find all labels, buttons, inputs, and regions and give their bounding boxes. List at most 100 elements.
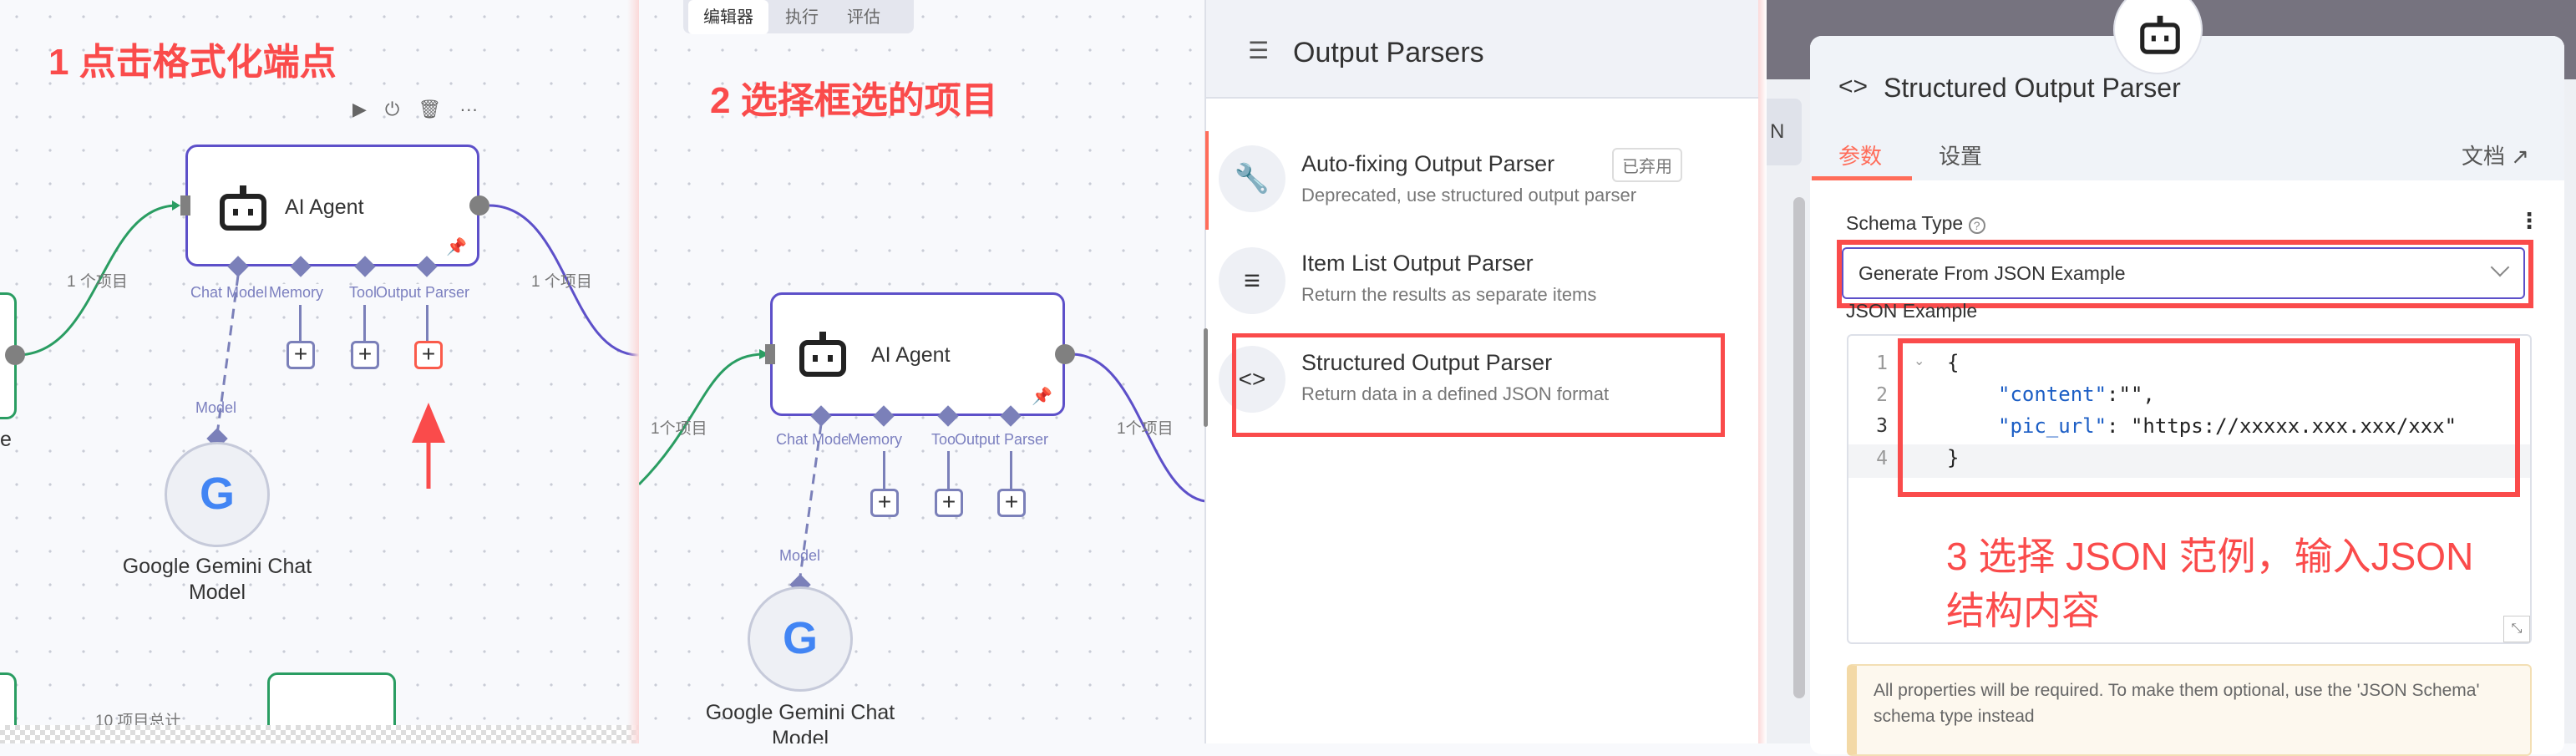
robot-icon <box>220 185 266 231</box>
node-toolbar: ▶ ⏻ 🗑 ··· <box>352 99 478 120</box>
line-number: 1 <box>1876 353 1888 374</box>
tab-editor[interactable]: 编辑器 <box>688 0 768 34</box>
parser-item-auto-fixing[interactable]: 🔧 Auto-fixing Output Parser 已弃用 Deprecat… <box>1205 131 1757 230</box>
tab-parameters[interactable]: 参数 <box>1838 144 1883 169</box>
add-memory-button[interactable]: + <box>870 489 899 517</box>
parser-item-item-list[interactable]: ≡ Item List Output Parser Return the res… <box>1205 234 1757 326</box>
robot-icon <box>2140 15 2180 54</box>
json-key: "content" <box>1998 383 2107 406</box>
model-label: Model <box>195 399 237 416</box>
power-icon[interactable]: ⏻ <box>384 99 400 119</box>
more-icon[interactable]: ··· <box>459 99 479 119</box>
list-icon: ☰ <box>1248 38 1270 63</box>
code-line: { <box>1947 351 1960 374</box>
json-editor[interactable]: ⤡ <box>1847 334 2532 644</box>
output-handle[interactable] <box>469 195 489 216</box>
handle-label: Memory <box>848 431 903 449</box>
label-line: Model <box>771 727 829 743</box>
item-title: Item List Output Parser <box>1301 251 1534 276</box>
transparency-strip <box>0 725 639 743</box>
node-title: AI Agent <box>285 195 364 219</box>
active-indicator <box>1205 131 1209 230</box>
pin-icon: 📌 <box>446 238 467 256</box>
add-output-parser-button[interactable]: + <box>997 489 1026 517</box>
line-number: 3 <box>1876 415 1888 437</box>
handle-label: Tool <box>349 284 378 301</box>
workflow-canvas-1[interactable]: 1 点击格式化端点 ▶ ⏻ 🗑 ··· e 1 个项目 1 个项目 AI Age… <box>0 0 639 743</box>
handle-label: Tool <box>931 431 960 448</box>
handle-label: Output Parser <box>955 431 1049 449</box>
step3-annotation: 3 选择 JSON 范例，输入JSON <box>1946 535 2474 578</box>
select-value: Generate From JSON Example <box>1858 262 2126 284</box>
label-text: Schema Type <box>1846 212 1964 234</box>
kebab-menu-icon[interactable]: ⋮ <box>2518 208 2540 233</box>
handle-label: Memory <box>269 284 324 302</box>
input-handle[interactable] <box>180 195 190 216</box>
json-example-label: JSON Example <box>1846 300 1978 322</box>
scrollbar[interactable] <box>1204 328 1208 427</box>
list-icon: ≡ <box>1219 247 1285 314</box>
output-handle[interactable] <box>1055 344 1075 364</box>
tab-settings[interactable]: 设置 <box>1939 144 1983 169</box>
highlight-box <box>1232 333 1725 437</box>
tab-evaluations[interactable]: 评估 <box>847 8 880 27</box>
panel-header: ☰ Output Parsers <box>1206 0 1762 99</box>
json-value: :"", <box>2107 383 2155 406</box>
json-key: "pic_url" <box>1998 414 2107 438</box>
step2-annotation: 2 选择框选的项目 <box>710 80 998 121</box>
trash-icon[interactable]: 🗑 <box>418 99 442 119</box>
json-value: : "https://xxxxx.xxx.xxx/xxx" <box>2107 414 2457 438</box>
external-link-icon: ↗ <box>2511 144 2530 169</box>
fold-chevron-icon[interactable]: ⌄ <box>1914 354 1925 368</box>
schema-type-select[interactable]: Generate From JSON Example <box>1842 247 2525 299</box>
label-line: Model <box>188 581 246 604</box>
play-icon[interactable]: ▶ <box>352 99 367 119</box>
docs-link[interactable]: 文档 ↗ <box>2462 140 2529 170</box>
item-subtitle: Return the results as separate items <box>1301 284 1597 305</box>
line-number: 4 <box>1876 448 1888 469</box>
highlight-box <box>1898 338 2520 497</box>
code-line: "content":"", <box>1998 383 2155 406</box>
workflow-canvas-2[interactable]: 编辑器 执行 评估 2 选择框选的项目 1个项目 1个项目 AI Agent 📌… <box>639 0 1205 743</box>
node-title: AI Agent <box>871 343 951 367</box>
item-subtitle: Deprecated, use structured output parser <box>1301 185 1637 205</box>
help-icon[interactable]: ? <box>1968 217 1985 234</box>
connections <box>16 200 639 489</box>
ai-agent-node[interactable]: AI Agent 📌 <box>770 292 1065 416</box>
google-gemini-node[interactable]: G <box>165 442 270 547</box>
code-icon: <> <box>1219 346 1285 413</box>
edge-label: 1个项目 <box>1117 420 1174 438</box>
panel-title: Output Parsers <box>1293 37 1484 68</box>
tab-executions[interactable]: 执行 <box>785 8 819 27</box>
line-number: 2 <box>1876 384 1888 406</box>
wrench-icon: 🔧 <box>1219 145 1285 212</box>
item-subtitle: Return data in a defined JSON format <box>1301 383 1610 404</box>
google-icon: G <box>199 469 235 519</box>
add-tool-button[interactable]: + <box>935 489 963 517</box>
model-label: Model <box>779 547 821 564</box>
handle-label: Chat Model <box>190 284 268 301</box>
node-icon-badge <box>2113 0 2203 74</box>
step1-annotation: 1 点击格式化端点 <box>48 42 337 83</box>
side-button[interactable]: N <box>1767 99 1802 165</box>
parser-item-structured[interactable]: <> Structured Output Parser Return data … <box>1205 333 1757 435</box>
code-icon: <> <box>1838 73 1869 100</box>
output-handle[interactable] <box>5 345 25 365</box>
previous-node-label: e <box>0 428 12 451</box>
parameters-panel: <> Structured Output Parser 参数 设置 文档 ↗ S… <box>1810 36 2564 754</box>
pin-icon: 📌 <box>1032 388 1052 406</box>
input-handle[interactable] <box>765 344 775 364</box>
scrollbar[interactable] <box>1793 197 1805 698</box>
add-memory-button[interactable]: + <box>287 341 315 369</box>
add-output-parser-button[interactable]: + <box>414 341 443 369</box>
google-gemini-node[interactable]: G <box>748 586 853 692</box>
ai-agent-node[interactable]: AI Agent 📌 <box>185 145 479 266</box>
connections <box>639 349 1205 577</box>
add-tool-button[interactable]: + <box>351 341 379 369</box>
deprecated-badge: 已弃用 <box>1612 148 1682 182</box>
resize-icon[interactable]: ⤡ <box>2503 616 2530 642</box>
output-parsers-panel: ☰ Output Parsers <box>1204 0 1762 743</box>
edge-label: 1 个项目 <box>531 273 592 291</box>
handle-label: Output Parser <box>376 284 470 302</box>
